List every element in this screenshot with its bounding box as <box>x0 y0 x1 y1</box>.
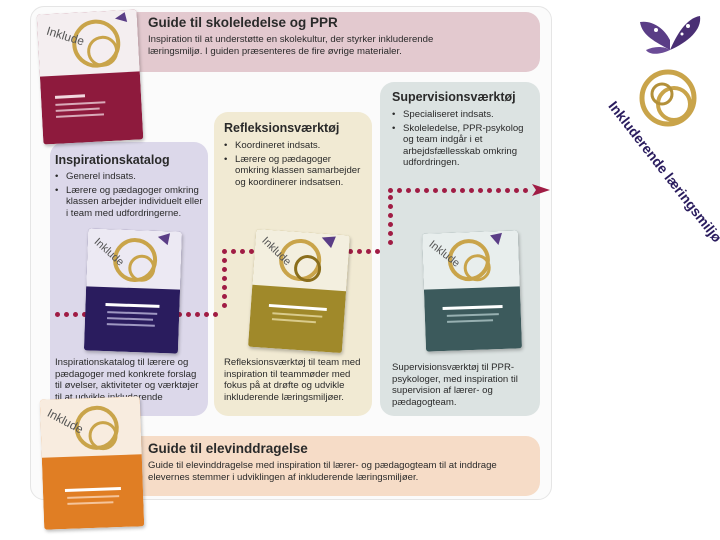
refleksionsvaerktoej-bullet: Koordineret indsats. <box>224 140 364 152</box>
supervisionsvaerktoej-bullets: Specialiseret indsats. Skoleledelse, PPR… <box>392 109 534 171</box>
refleksionsvaerktoej-bullet: Lærere og pædagoger omkring klassen sama… <box>224 154 364 189</box>
refleksionsvaerktoej-caption: Refleksionsværktøj til team med inspirat… <box>224 357 361 403</box>
supervisionsvaerktoej-bullet: Specialiseret indsats. <box>392 109 534 121</box>
inspirationskatalog-title: Inspirationskatalog <box>55 153 170 167</box>
inspirationskatalog-bullet: Generel indsats. <box>55 171 203 183</box>
butterfly-icon <box>640 16 701 54</box>
supervisionsvaerktoej-caption: Supervisionsværktøj til PPR-psykologer, … <box>392 362 518 408</box>
guide-ppr-text: Inspiration til at understøtte en skolek… <box>148 34 434 57</box>
guide-elev-box <box>108 436 540 496</box>
guide-elev-cover: Inklude <box>39 396 145 530</box>
guide-ppr-cover: Inklude <box>36 9 144 145</box>
inspirationskatalog-bullet: Lærere og pædagoger omkring klassen arbe… <box>55 185 203 220</box>
gold-rings-icon <box>639 69 697 127</box>
refleksionsvaerktoej-cover: Inklude <box>247 228 351 354</box>
supervisionsvaerktoej-bullet: Skoleledelse, PPR-psykolog og team indgå… <box>392 123 534 169</box>
guide-elev-title: Guide til elevinddragelse <box>148 441 308 456</box>
refleksionsvaerktoej-bullets: Koordineret indsats. Lærere og pædagoger… <box>224 140 364 190</box>
supervisionsvaerktoej-cover: Inklude <box>421 230 523 352</box>
inspirationskatalog-cover: Inklude <box>83 228 183 354</box>
guide-ppr-box <box>108 12 540 72</box>
inspirationskatalog-bullets: Generel indsats. Lærere og pædagoger omk… <box>55 171 203 221</box>
refleksionsvaerktoej-title: Refleksionsværktøj <box>224 121 340 135</box>
arrowhead-icon <box>532 184 550 196</box>
guide-ppr-title: Guide til skoleledelse og PPR <box>148 15 338 30</box>
guide-elev-text: Guide til elevinddragelse med inspiratio… <box>148 460 497 483</box>
supervisionsvaerktoej-title: Supervisionsværktøj <box>392 90 516 104</box>
